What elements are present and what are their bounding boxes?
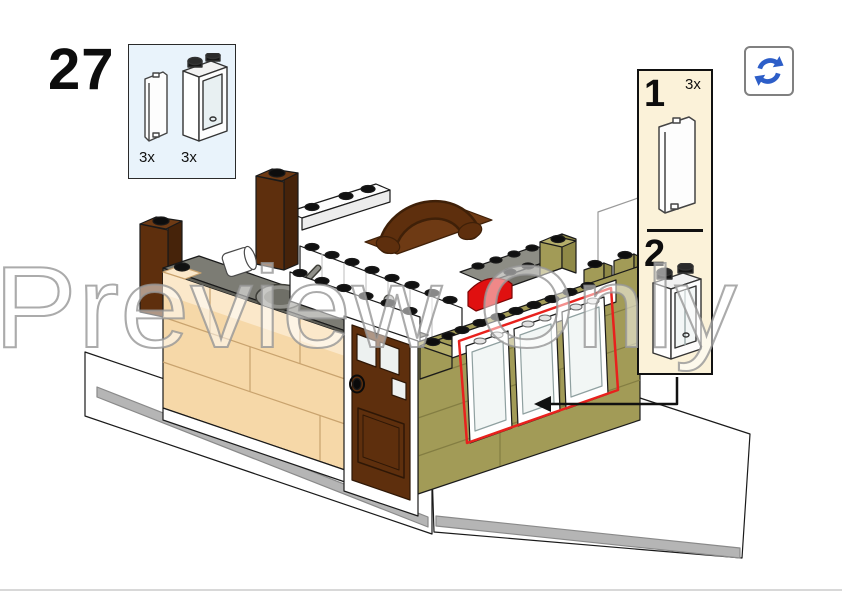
white-plate-bar bbox=[287, 183, 391, 231]
leader-arrow bbox=[534, 377, 679, 412]
window-frame-part-icon bbox=[182, 53, 228, 142]
part-quantity-label: 3x bbox=[181, 149, 197, 166]
step-number: 27 bbox=[48, 37, 115, 102]
highlight-outline bbox=[457, 286, 620, 445]
mug-piece bbox=[221, 245, 257, 278]
brown-pillar-mid bbox=[255, 168, 299, 271]
parts-callout-box: 3x 3x bbox=[128, 44, 236, 179]
door bbox=[343, 315, 419, 517]
door-knob bbox=[349, 374, 365, 394]
glass-panel-step-icon bbox=[658, 116, 696, 214]
page-footer-line bbox=[0, 589, 842, 591]
sub-step-divider bbox=[647, 229, 703, 232]
tan-wall bbox=[162, 262, 346, 483]
rotate-model-icon bbox=[744, 46, 794, 96]
brown-curved-piece bbox=[364, 199, 493, 255]
sub-step-1-number: 1 bbox=[644, 73, 666, 115]
glass-panel-part-icon bbox=[144, 71, 168, 142]
rotate-arrows-icon bbox=[754, 56, 784, 86]
sub-step-2-number: 2 bbox=[644, 233, 666, 275]
sub-assembly-quantity-label: 3x bbox=[685, 76, 701, 93]
sub-assembly-box: 1 3x 2 bbox=[637, 69, 713, 375]
assembled-window-step-icon bbox=[652, 263, 702, 360]
part-quantity-label: 3x bbox=[139, 149, 155, 166]
red-piece bbox=[467, 277, 513, 312]
